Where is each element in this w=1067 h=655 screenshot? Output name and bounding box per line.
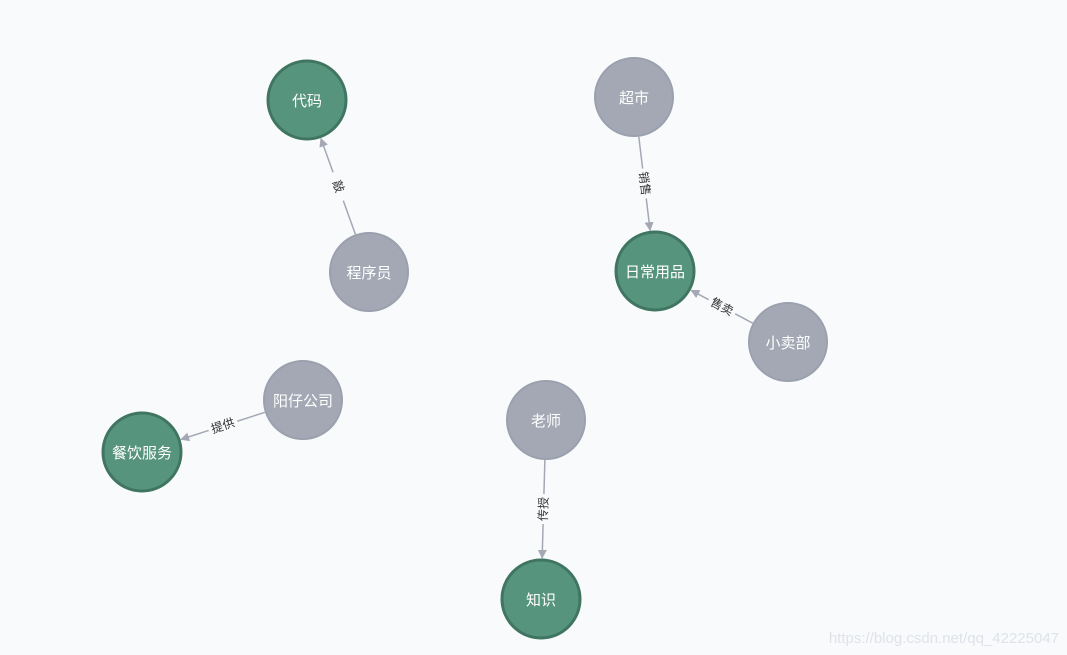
edge-label: 销售 bbox=[636, 171, 654, 197]
node-label: 超市 bbox=[619, 89, 649, 107]
node-chaoshi[interactable]: 超市 bbox=[594, 57, 674, 137]
node-label: 小卖部 bbox=[765, 334, 810, 352]
edge-label: 传授 bbox=[535, 497, 551, 521]
node-label: 老师 bbox=[531, 412, 561, 430]
node-circle bbox=[329, 232, 409, 312]
edge-1[interactable]: 销售 bbox=[636, 136, 654, 232]
node-label: 程序员 bbox=[346, 264, 391, 282]
node-daima[interactable]: 代码 bbox=[266, 59, 348, 141]
node-circle bbox=[614, 230, 696, 312]
edge-label: 敲 bbox=[330, 178, 348, 194]
edge-line-end-arrow bbox=[690, 289, 710, 301]
node-circle bbox=[101, 411, 183, 493]
edge-label: 提供 bbox=[209, 415, 236, 437]
node-circle bbox=[506, 380, 586, 460]
edge-line-start bbox=[543, 459, 546, 495]
node-yangzai[interactable]: 阳仔公司 bbox=[263, 360, 343, 440]
edge-line-end-arrow bbox=[644, 198, 654, 232]
node-circle bbox=[748, 302, 828, 382]
node-circle bbox=[594, 57, 674, 137]
edge-line-start bbox=[734, 313, 754, 324]
node-label: 知识 bbox=[526, 591, 556, 609]
node-richang[interactable]: 日常用品 bbox=[614, 230, 696, 312]
node-circle bbox=[500, 558, 582, 640]
node-label: 阳仔公司 bbox=[273, 392, 333, 410]
watermark-text: https://blog.csdn.net/qq_42225047 bbox=[828, 630, 1059, 647]
edge-line-end-arrow bbox=[180, 429, 209, 442]
node-label: 日常用品 bbox=[625, 263, 685, 281]
edge-line-end-arrow bbox=[319, 137, 334, 173]
node-zhishi[interactable]: 知识 bbox=[500, 558, 582, 640]
node-xiaomaibu[interactable]: 小卖部 bbox=[748, 302, 828, 382]
edge-2[interactable]: 售卖 bbox=[690, 289, 754, 324]
node-circle bbox=[266, 59, 348, 141]
edge-line-start bbox=[638, 136, 644, 169]
node-chengxuyuan[interactable]: 程序员 bbox=[329, 232, 409, 312]
edge-label: 售卖 bbox=[708, 294, 736, 319]
edge-line-start bbox=[237, 411, 266, 422]
edge-3[interactable]: 提供 bbox=[180, 411, 266, 442]
node-circle bbox=[263, 360, 343, 440]
node-canyin[interactable]: 餐饮服务 bbox=[101, 411, 183, 493]
node-laoshi[interactable]: 老师 bbox=[506, 380, 586, 460]
edge-line-start bbox=[342, 200, 357, 235]
node-label: 餐饮服务 bbox=[112, 444, 172, 462]
edge-4[interactable]: 传授 bbox=[535, 459, 551, 559]
edge-0[interactable]: 敲 bbox=[319, 137, 357, 235]
node-label: 代码 bbox=[292, 92, 322, 110]
edge-line-end-arrow bbox=[537, 523, 547, 559]
